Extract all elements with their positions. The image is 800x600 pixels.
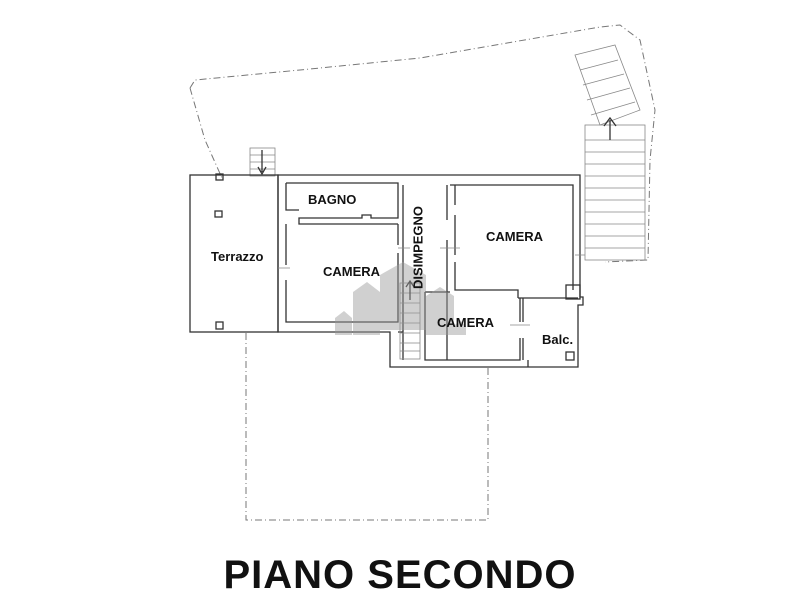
room-label-balcone: Balc. bbox=[542, 332, 574, 347]
room-label-camera-lower: CAMERA bbox=[437, 315, 495, 330]
plan-title: PIANO SECONDO bbox=[223, 553, 577, 597]
house-exterior-walls bbox=[277, 174, 584, 368]
room-label-camera-right: CAMERA bbox=[486, 229, 544, 244]
site-boundary-top bbox=[189, 24, 656, 263]
garden-boundary bbox=[245, 333, 489, 521]
room-label-terrazzo: Terrazzo bbox=[211, 249, 264, 264]
watermark-logo bbox=[335, 262, 466, 335]
room-label-camera-left: CAMERA bbox=[323, 264, 381, 279]
room-label-bagno: BAGNO bbox=[308, 192, 357, 207]
interior-stair bbox=[399, 279, 421, 360]
terrace-stair bbox=[249, 147, 276, 177]
house-interior-walls bbox=[285, 182, 578, 367]
room-label-disimpegno: DISIMPEGNO bbox=[410, 205, 426, 290]
exterior-stair bbox=[574, 44, 646, 261]
